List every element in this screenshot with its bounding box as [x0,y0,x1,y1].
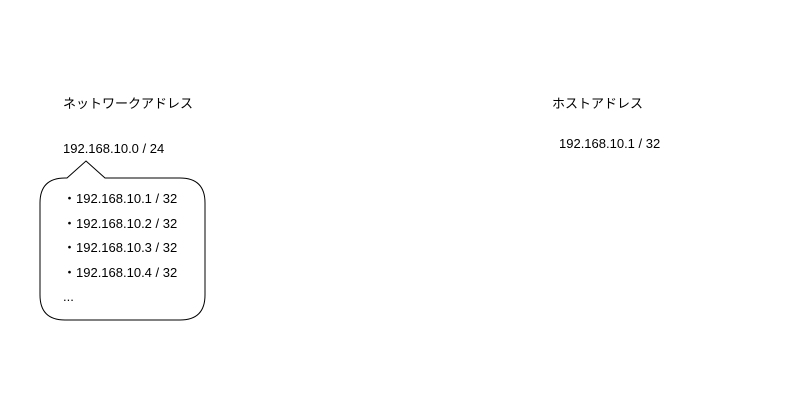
host-list-item: ・192.168.10.1 / 32 [63,191,178,206]
host-address-title: ホストアドレス [552,96,644,111]
host-address-value: 192.168.10.1 / 32 [559,136,661,151]
network-address-title: ネットワークアドレス [63,96,194,111]
bubble-outline [39,160,206,321]
host-list-ellipsis: ... [63,289,74,304]
host-list-item: ・192.168.10.3 / 32 [63,240,178,255]
network-address-value: 192.168.10.0 / 24 [63,141,165,156]
host-list-item: ・192.168.10.4 / 32 [63,265,178,280]
host-list-item: ・192.168.10.2 / 32 [63,216,178,231]
